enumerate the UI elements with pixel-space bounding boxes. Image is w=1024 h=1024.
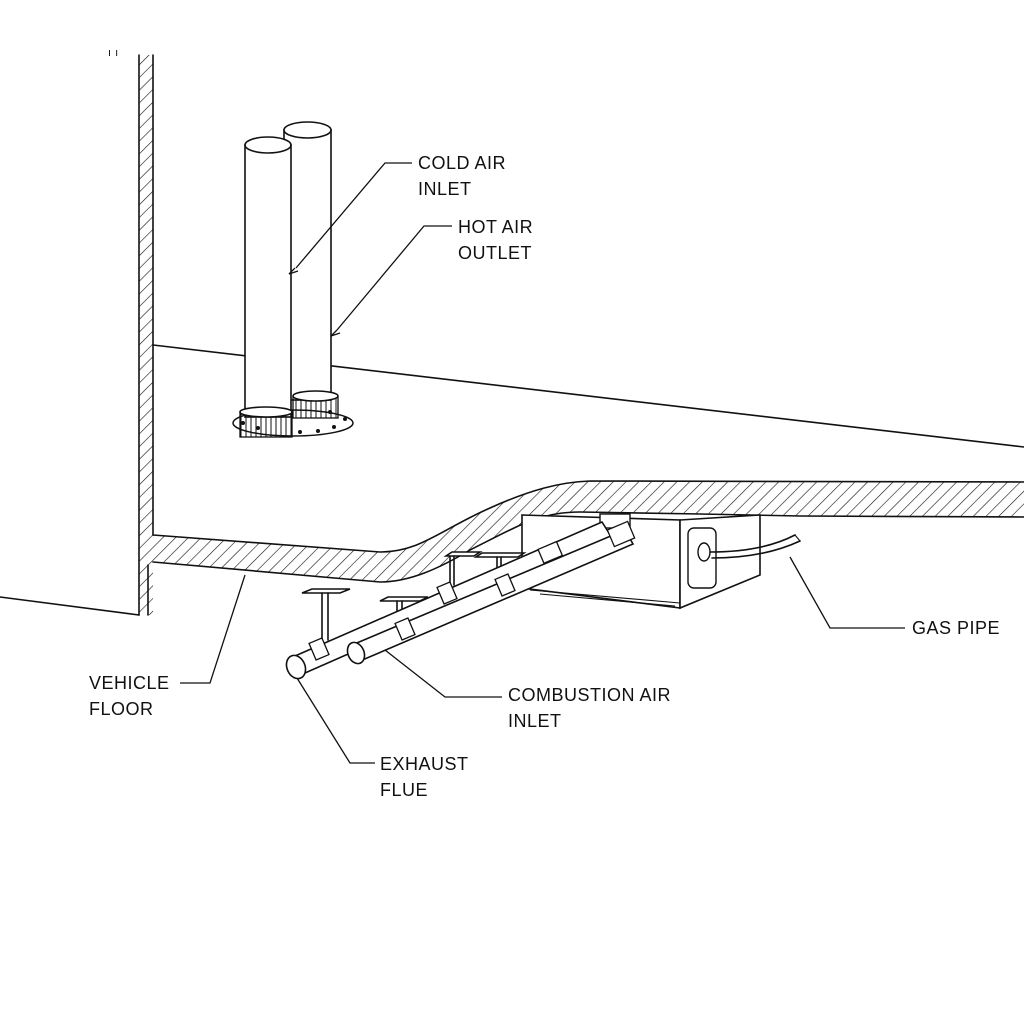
label-hot-air-outlet: HOT AIR OUTLET: [458, 217, 533, 263]
svg-text:EXHAUST: EXHAUST: [380, 754, 469, 774]
gas-pipe: [709, 534, 801, 559]
svg-text:HOT AIR: HOT AIR: [458, 217, 533, 237]
heater-unit: [521, 513, 761, 610]
label-exhaust-flue: EXHAUST FLUE: [380, 754, 469, 800]
svg-text:GAS PIPE: GAS PIPE: [912, 618, 1000, 638]
svg-text:COLD AIR: COLD AIR: [418, 153, 506, 173]
vehicle-floor-section: [152, 480, 1024, 583]
svg-text:VEHICLE: VEHICLE: [89, 673, 170, 693]
svg-text:OUTLET: OUTLET: [458, 243, 532, 263]
svg-text:FLOOR: FLOOR: [89, 699, 154, 719]
label-combustion-air-inlet: COMBUSTION AIR INLET: [508, 685, 671, 731]
pipe-brackets: [301, 551, 527, 641]
label-vehicle-floor: VEHICLE FLOOR: [89, 673, 170, 719]
label-cold-air-inlet: COLD AIR INLET: [418, 153, 506, 199]
leader-lines: [180, 162, 905, 764]
svg-text:INLET: INLET: [418, 179, 472, 199]
svg-text:COMBUSTION AIR: COMBUSTION AIR: [508, 685, 671, 705]
label-gas-pipe: GAS PIPE: [912, 618, 1000, 638]
hot-air-outlet-pipe: [239, 136, 293, 438]
svg-text:ı ı: ı ı: [108, 47, 119, 59]
svg-text:INLET: INLET: [508, 711, 562, 731]
combustion-air-inlet-pipe: [346, 520, 636, 665]
svg-text:FLUE: FLUE: [380, 780, 428, 800]
vehicle-wall: ı ı: [0, 47, 154, 616]
